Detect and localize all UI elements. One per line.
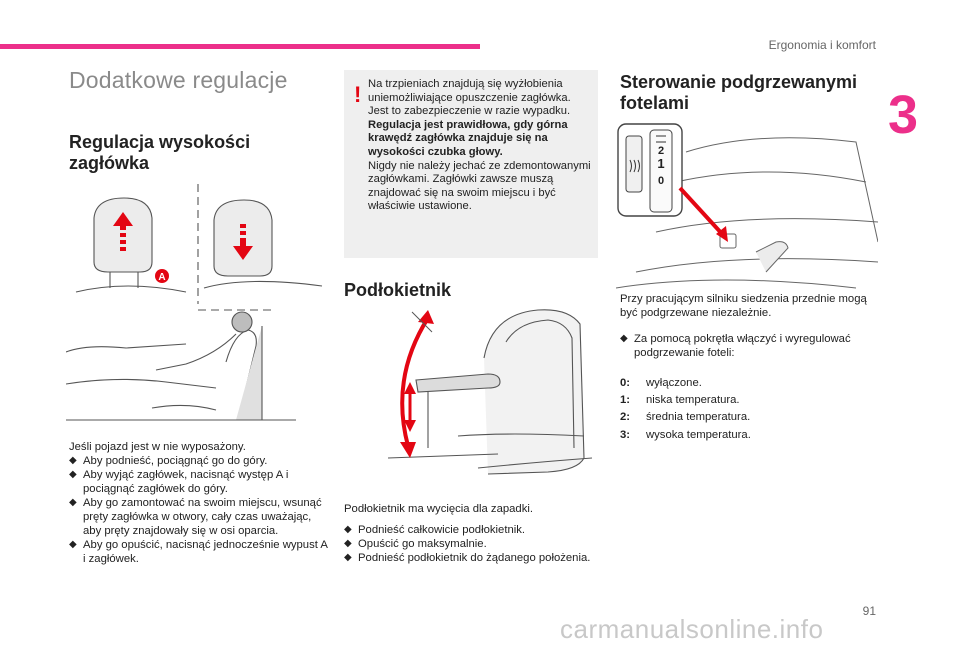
list-item: ◆Podnieść podłokietnik do żądanego położ…: [344, 552, 591, 564]
list-item: ◆Aby podnieść, pociągnąć go do góry.: [69, 455, 268, 467]
list-item: ◆Opuścić go maksymalnie.: [344, 538, 487, 550]
level-row-2: 2:średnia temperatura.: [620, 411, 751, 423]
warning-box: ! Na trzpieniach znajdują się wyżłobieni…: [344, 70, 598, 258]
page-title: Dodatkowe regulacje: [69, 67, 288, 93]
marker-a-label: A: [158, 272, 165, 283]
armrest-steps: ◆Podnieść całkowicie podłokietnik. ◆Opuś…: [344, 523, 594, 565]
chapter-tab: 3: [884, 84, 940, 204]
headrest-illustration: A: [66, 184, 323, 421]
level-row-3: 3:wysoka temperatura.: [620, 429, 751, 441]
heating-step: ◆Za pomocą pokrętła włączyć i wyregulowa…: [620, 332, 870, 360]
headrest-text: Jeśli pojazd jest w nie wyposażony. ◆Aby…: [69, 440, 329, 566]
warning-text: Na trzpieniach znajdują się wyżłobienia …: [368, 78, 591, 213]
section-title: Ergonomia i komfort: [768, 38, 876, 52]
dial-label-0: 0: [658, 175, 664, 187]
level-row-1: 1:niska temperatura.: [620, 394, 740, 406]
seat-heating-illustration: 2 1 0: [616, 123, 878, 289]
list-item: ◆Aby go opuścić, nacisnąć jednocześnie w…: [69, 539, 328, 565]
armrest-intro: Podłokietnik ma wycięcia dla zapadki.: [344, 503, 534, 515]
section-color-bar: [0, 44, 480, 49]
list-item: ◆Podnieść całkowicie podłokietnik.: [344, 524, 526, 536]
level-row-0: 0:wyłączone.: [620, 377, 702, 389]
armrest-illustration: [388, 309, 593, 475]
page-number: 91: [862, 604, 876, 618]
heating-heading: Sterowanie podgrzewanymi fotelami: [620, 72, 858, 113]
headrest-heading: Regulacja wysokości zagłówka: [69, 132, 251, 173]
dial-label-1: 1: [657, 156, 664, 171]
warning-icon: !: [354, 82, 362, 107]
armrest-heading: Podłokietnik: [344, 280, 452, 300]
chapter-number: 3: [888, 85, 919, 145]
list-item: ◆Aby go zamontować na swoim miejscu, wsu…: [69, 497, 322, 537]
heating-intro: Przy pracującym silniku siedzenia przedn…: [620, 293, 867, 319]
list-item: ◆Za pomocą pokrętła włączyć i wyregulowa…: [620, 333, 851, 359]
dial-label-2: 2: [658, 145, 664, 157]
headrest-intro: Jeśli pojazd jest w nie wyposażony.: [69, 441, 246, 453]
list-item: ◆Aby wyjąć zagłówek, nacisnąć występ A i…: [69, 469, 289, 495]
watermark: carmanualsonline.info: [560, 614, 824, 644]
